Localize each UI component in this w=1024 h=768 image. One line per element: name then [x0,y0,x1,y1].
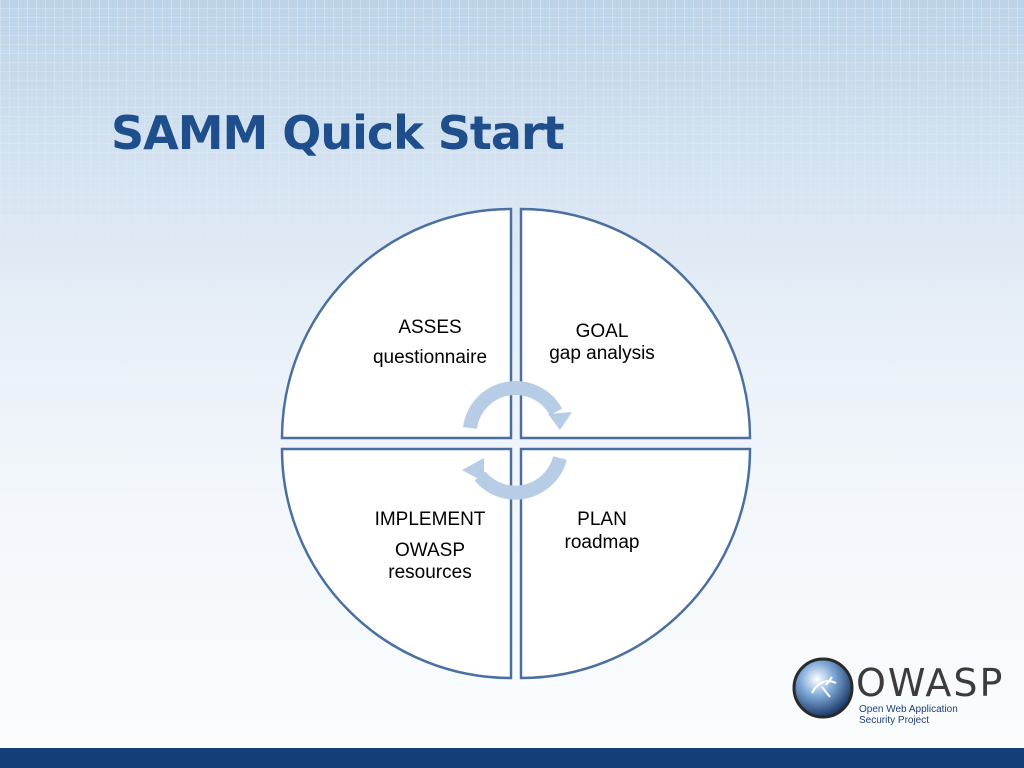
bottom-bar [0,748,1024,768]
cycle-arrowhead-right [548,412,572,430]
logo-tagline-line1: Open Web Application [859,704,958,715]
implement-title: IMPLEMENT [375,509,486,530]
cycle-arrowhead-left [462,458,484,482]
logo-tagline: Open Web Application Security Project [859,704,958,726]
implement-subtitle-line2: resources [388,562,471,583]
quadrant-plan [519,447,752,680]
quadrant-implement [280,447,513,680]
quadrant-assess [280,207,513,440]
slide-title: SAMM Quick Start [111,106,565,160]
plan-title: PLAN [577,509,627,530]
logo-wordmark: OWASP [856,661,1005,705]
logo-tagline-line2: Security Project [859,715,930,726]
assess-subtitle: questionnaire [373,347,487,368]
goal-title: GOAL [576,321,629,342]
owasp-logo: OWASP Open Web Application Security Proj… [790,655,1002,730]
assess-title: ASSES [398,317,461,338]
goal-subtitle: gap analysis [549,343,655,364]
owasp-wasp-emblem-icon [792,657,854,719]
quadrant-goal [519,207,752,440]
cycle-arrows-icon [463,381,567,500]
implement-subtitle-line1: OWASP [395,540,465,561]
plan-subtitle: roadmap [565,532,640,553]
